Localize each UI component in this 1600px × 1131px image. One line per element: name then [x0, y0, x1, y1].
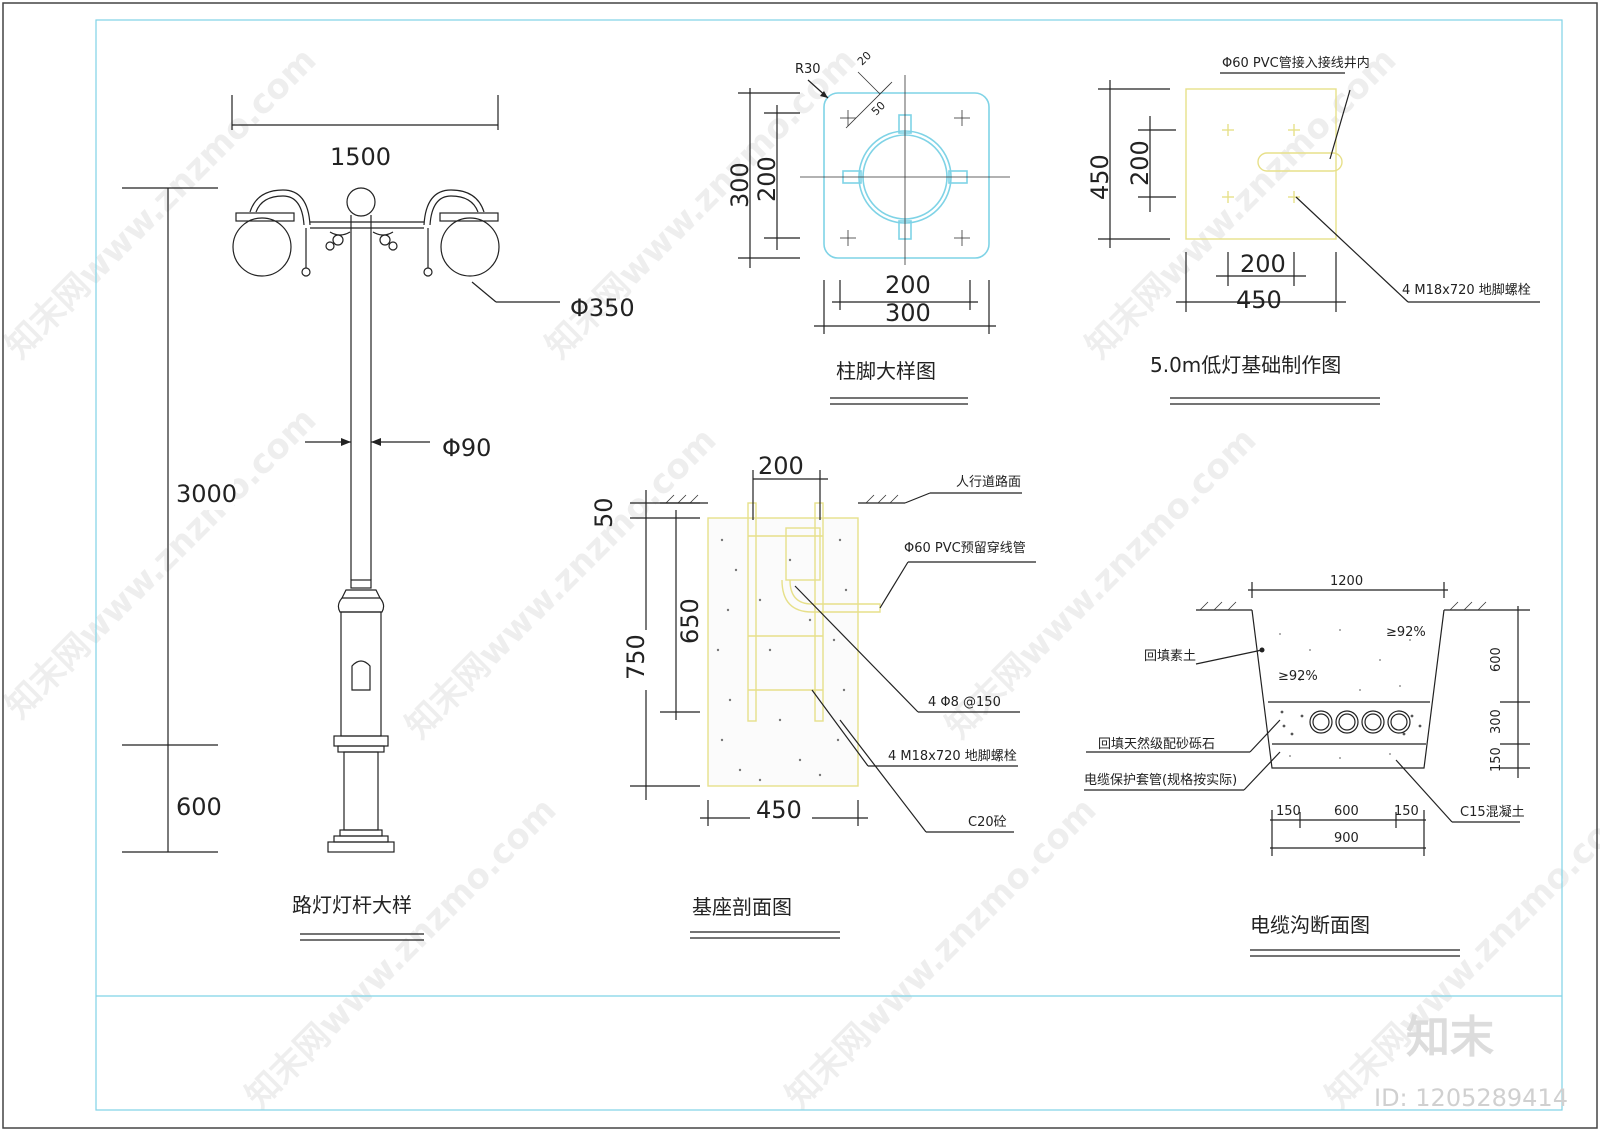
cable-trench-title: 电缆沟断面图	[1250, 913, 1370, 937]
dim-750: 750	[622, 634, 650, 680]
dim-width: 1500	[330, 143, 391, 171]
brand-logo: 知末	[1406, 1012, 1494, 1063]
lamp-post-title: 路灯灯杆大样	[292, 893, 412, 917]
label-pvc: Φ60 PVC预留穿线管	[904, 540, 1026, 556]
foundation-plan-title: 5.0m低灯基础制作图	[1150, 353, 1341, 377]
vdim-outer: 300	[726, 162, 754, 208]
pvc-label: Φ60 PVC管接入接线井内	[1222, 55, 1370, 71]
dim-globe: Φ350	[570, 294, 635, 322]
vdim-600: 600	[1489, 647, 1504, 672]
dim-pole: Φ90	[442, 434, 491, 462]
base-section-title: 基座剖面图	[692, 895, 792, 919]
label-rebar: 4 Φ8 @150	[928, 695, 1001, 710]
dim-lower: 600	[176, 793, 222, 821]
globe-left-icon	[232, 217, 292, 277]
label-c15: C15混凝土	[1460, 804, 1525, 820]
hdim-inner-200: 200	[1240, 250, 1286, 278]
label-conduit: 电缆保护套管(规格按实际)	[1084, 772, 1237, 788]
label-bolt-section: 4 M18x720 地脚螺栓	[888, 748, 1017, 764]
hdim-inner: 200	[885, 271, 931, 299]
label-road: 人行道路面	[956, 474, 1021, 490]
watermark-8: 知末网www.znzmo.com	[778, 790, 1104, 1116]
vdim-inner-200: 200	[1126, 140, 1154, 186]
column-foot-title: 柱脚大样图	[836, 359, 936, 383]
dim-1200: 1200	[1330, 574, 1363, 589]
cable-trench-drawing: 1200 ≥92% ≥92% 600 300 150 150 600 150 9…	[1084, 574, 1530, 957]
hdim-outer: 300	[885, 299, 931, 327]
hdim-600: 600	[1334, 804, 1359, 819]
lamp-post-drawing: 1500 3000 600	[122, 95, 635, 941]
vdim-outer-450: 450	[1086, 154, 1114, 200]
dim-50: 50	[590, 497, 618, 528]
base-section-drawing: 200 50 650 750 450 人行道路面 Φ60 PVC预留穿线管 4 …	[590, 452, 1036, 939]
dim-top-200: 200	[758, 452, 804, 480]
hdim-150-a: 150	[1276, 804, 1301, 819]
label-concrete: C20砼	[968, 815, 1007, 830]
foundation-plan-drawing: Φ60 PVC管接入接线井内 4 M18x720 地脚螺栓 450 200 20…	[1086, 55, 1540, 405]
vdim-150: 150	[1489, 747, 1504, 772]
watermark-9: 知末网www.znzmo.com	[1318, 790, 1600, 1116]
bolt-label: 4 M18x720 地脚螺栓	[1402, 282, 1531, 298]
hdim-150-b: 150	[1394, 804, 1419, 819]
watermark-4: 知末网www.znzmo.com	[0, 400, 324, 726]
globe-right-icon	[440, 217, 500, 277]
drawing-frame	[95, 19, 1563, 1111]
dim-upper: 3000	[176, 480, 237, 508]
concrete-block	[707, 517, 859, 787]
r-label: R30	[795, 62, 821, 77]
hdim-900: 900	[1334, 831, 1359, 846]
hdim-outer-450: 450	[1236, 286, 1282, 314]
label-backfill: 回填素土	[1144, 649, 1196, 664]
vdim-300: 300	[1489, 709, 1504, 734]
watermark-7: 知末网www.znzmo.com	[238, 790, 564, 1116]
vdim-inner: 200	[753, 156, 781, 202]
dim-bottom-450: 450	[756, 796, 802, 824]
label-gravel: 回填天然级配砂砾石	[1098, 736, 1215, 752]
column-foot-drawing: R30 20 50 300 200 200 300 柱脚大样图	[726, 49, 1010, 405]
watermark-1: 知末网www.znzmo.com	[0, 40, 324, 366]
dim-650: 650	[676, 598, 704, 644]
trench-outline	[1251, 609, 1445, 769]
compaction-2: ≥92%	[1278, 669, 1318, 684]
brand-id: ID: 1205289414	[1374, 1084, 1568, 1112]
compaction-1: ≥92%	[1386, 625, 1426, 640]
